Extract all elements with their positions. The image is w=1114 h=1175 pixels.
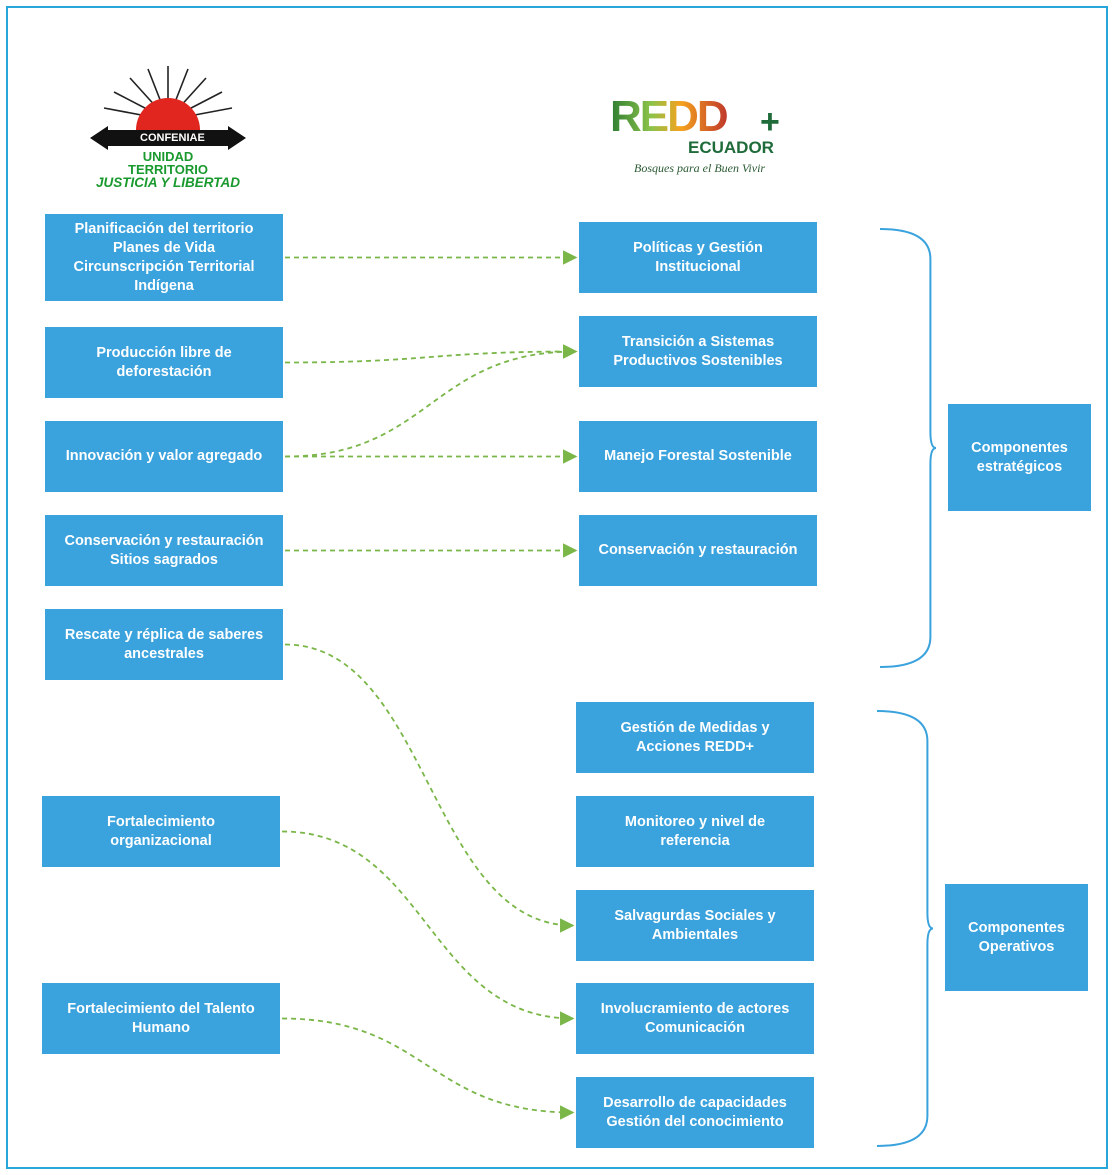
confeniae-name: CONFENIAE — [140, 132, 205, 144]
right-box-conservation: Conservación y restauración — [579, 515, 817, 586]
right-box-sustainable-production: Transición a Sistemas Productivos Sosten… — [579, 316, 817, 387]
left-box-organizational-strengthening: Fortalecimiento organizacional — [42, 796, 280, 867]
right-box-capacity-building: Desarrollo de capacidades Gestión del co… — [576, 1077, 814, 1148]
connector-arrow — [281, 830, 575, 1026]
right-box-monitoring: Monitoreo y nivel de referencia — [576, 796, 814, 867]
confeniae-line-3: JUSTICIA Y LIBERTAD — [95, 175, 241, 190]
right-box-policies: Políticas y Gestión Institucional — [579, 222, 817, 293]
left-box-innovation: Innovación y valor agregado — [45, 421, 283, 492]
left-box-ancestral-knowledge: Rescate y réplica de saberes ancestrales — [45, 609, 283, 680]
confeniae-logo: CONFENIAE UNIDAD TERRITORIO JUSTICIA Y L… — [88, 60, 248, 195]
group-box-strategic: Componentes estratégicos — [948, 404, 1091, 511]
group-box-operational: Componentes Operativos — [945, 884, 1088, 991]
left-box-deforestation-free-production: Producción libre de deforestación — [45, 327, 283, 398]
redd-word: REDD — [610, 92, 729, 141]
redd-ecuador-logo: REDD + ECUADOR Bosques para el Buen Vivi… — [610, 95, 800, 185]
right-box-safeguards: Salvagurdas Sociales y Ambientales — [576, 890, 814, 961]
connector-arrow — [284, 344, 578, 458]
group-brace — [879, 228, 937, 668]
group-brace — [876, 710, 934, 1147]
connector-arrow — [284, 344, 578, 364]
diagram-frame — [6, 6, 1108, 1169]
confeniae-line-2: TERRITORIO — [128, 162, 208, 177]
left-box-territory-planning: Planificación del territorio Planes de V… — [45, 214, 283, 301]
right-box-forest-management: Manejo Forestal Sostenible — [579, 421, 817, 492]
connector-arrow — [284, 643, 575, 933]
confeniae-line-1: UNIDAD — [142, 149, 194, 164]
left-box-conservation-sacred-sites: Conservación y restauración Sitios sagra… — [45, 515, 283, 586]
redd-country: ECUADOR — [688, 138, 774, 157]
right-box-stakeholder-engagement: Involucramiento de actores Comunicación — [576, 983, 814, 1054]
left-box-human-talent: Fortalecimiento del Talento Humano — [42, 983, 280, 1054]
connector-arrow — [281, 1017, 575, 1120]
confeniae-emblem-icon — [90, 66, 246, 150]
redd-plus: + — [760, 103, 780, 141]
redd-tagline: Bosques para el Buen Vivir — [634, 161, 766, 175]
right-box-measures-actions: Gestión de Medidas y Acciones REDD+ — [576, 702, 814, 773]
